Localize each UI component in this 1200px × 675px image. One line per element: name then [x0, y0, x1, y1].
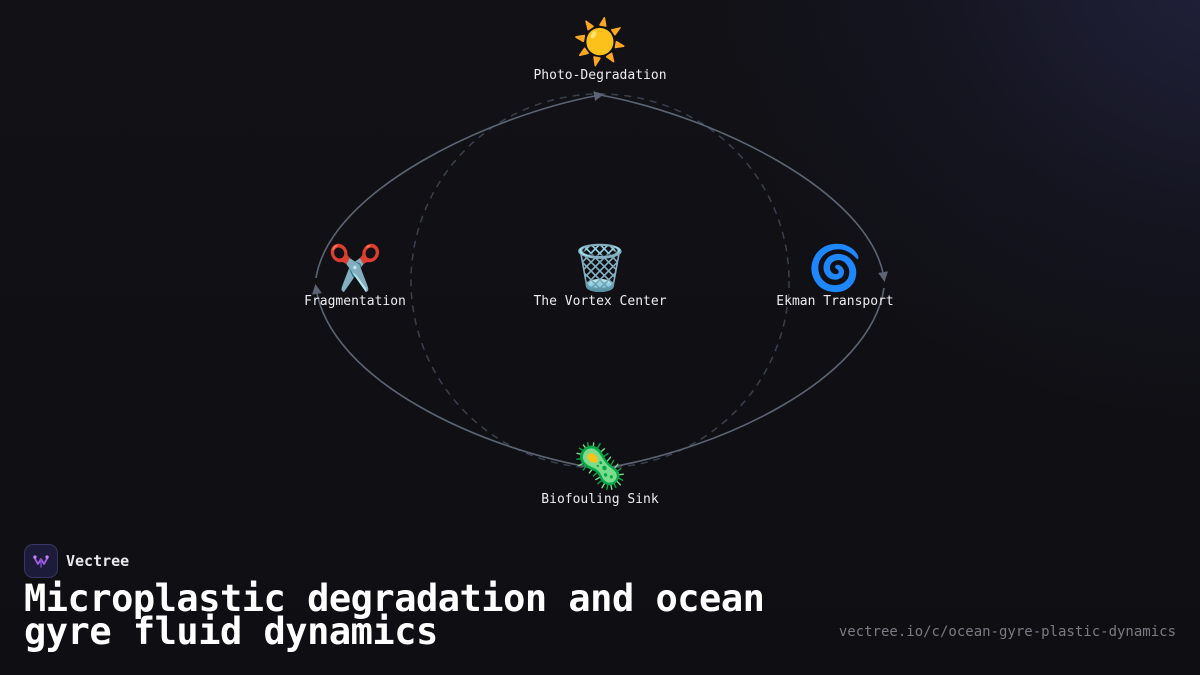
sun-icon: ☀️ — [572, 17, 628, 68]
node-ekman-transport: 🌀 Ekman Transport — [725, 244, 945, 310]
wastebasket-icon: 🗑️ — [572, 243, 628, 294]
node-label: Biofouling Sink — [541, 492, 659, 507]
node-biofouling-sink: 🦠 Biofouling Sink — [490, 442, 710, 508]
brand-name: Vectree — [66, 552, 130, 570]
cyclone-icon: 🌀 — [807, 243, 863, 294]
page-title: Microplastic degradation and ocean gyre … — [24, 577, 765, 653]
arc-ekman-to-biofouling — [599, 287, 885, 470]
node-label: Fragmentation — [304, 294, 406, 309]
brand: Vectree — [24, 544, 129, 578]
arc-biofouling-to-fragmentation — [311, 284, 601, 470]
arc-photo-to-ekman — [599, 94, 888, 282]
node-label: The Vortex Center — [533, 294, 667, 309]
node-label: Ekman Transport — [776, 294, 894, 309]
microbe-icon: 🦠 — [572, 441, 628, 492]
node-vortex-center: 🗑️ The Vortex Center — [490, 244, 710, 310]
node-fragmentation: ✂️ Fragmentation — [245, 244, 465, 310]
scissors-icon: ✂️ — [327, 243, 383, 294]
arc-fragmentation-to-photo — [315, 91, 604, 279]
node-label: Photo-Degradation — [533, 68, 667, 83]
vectree-logo-icon — [24, 544, 58, 578]
source-url[interactable]: vectree.io/c/ocean-gyre-plastic-dynamics — [838, 624, 1176, 640]
node-photo-degradation: ☀️ Photo-Degradation — [490, 18, 710, 84]
